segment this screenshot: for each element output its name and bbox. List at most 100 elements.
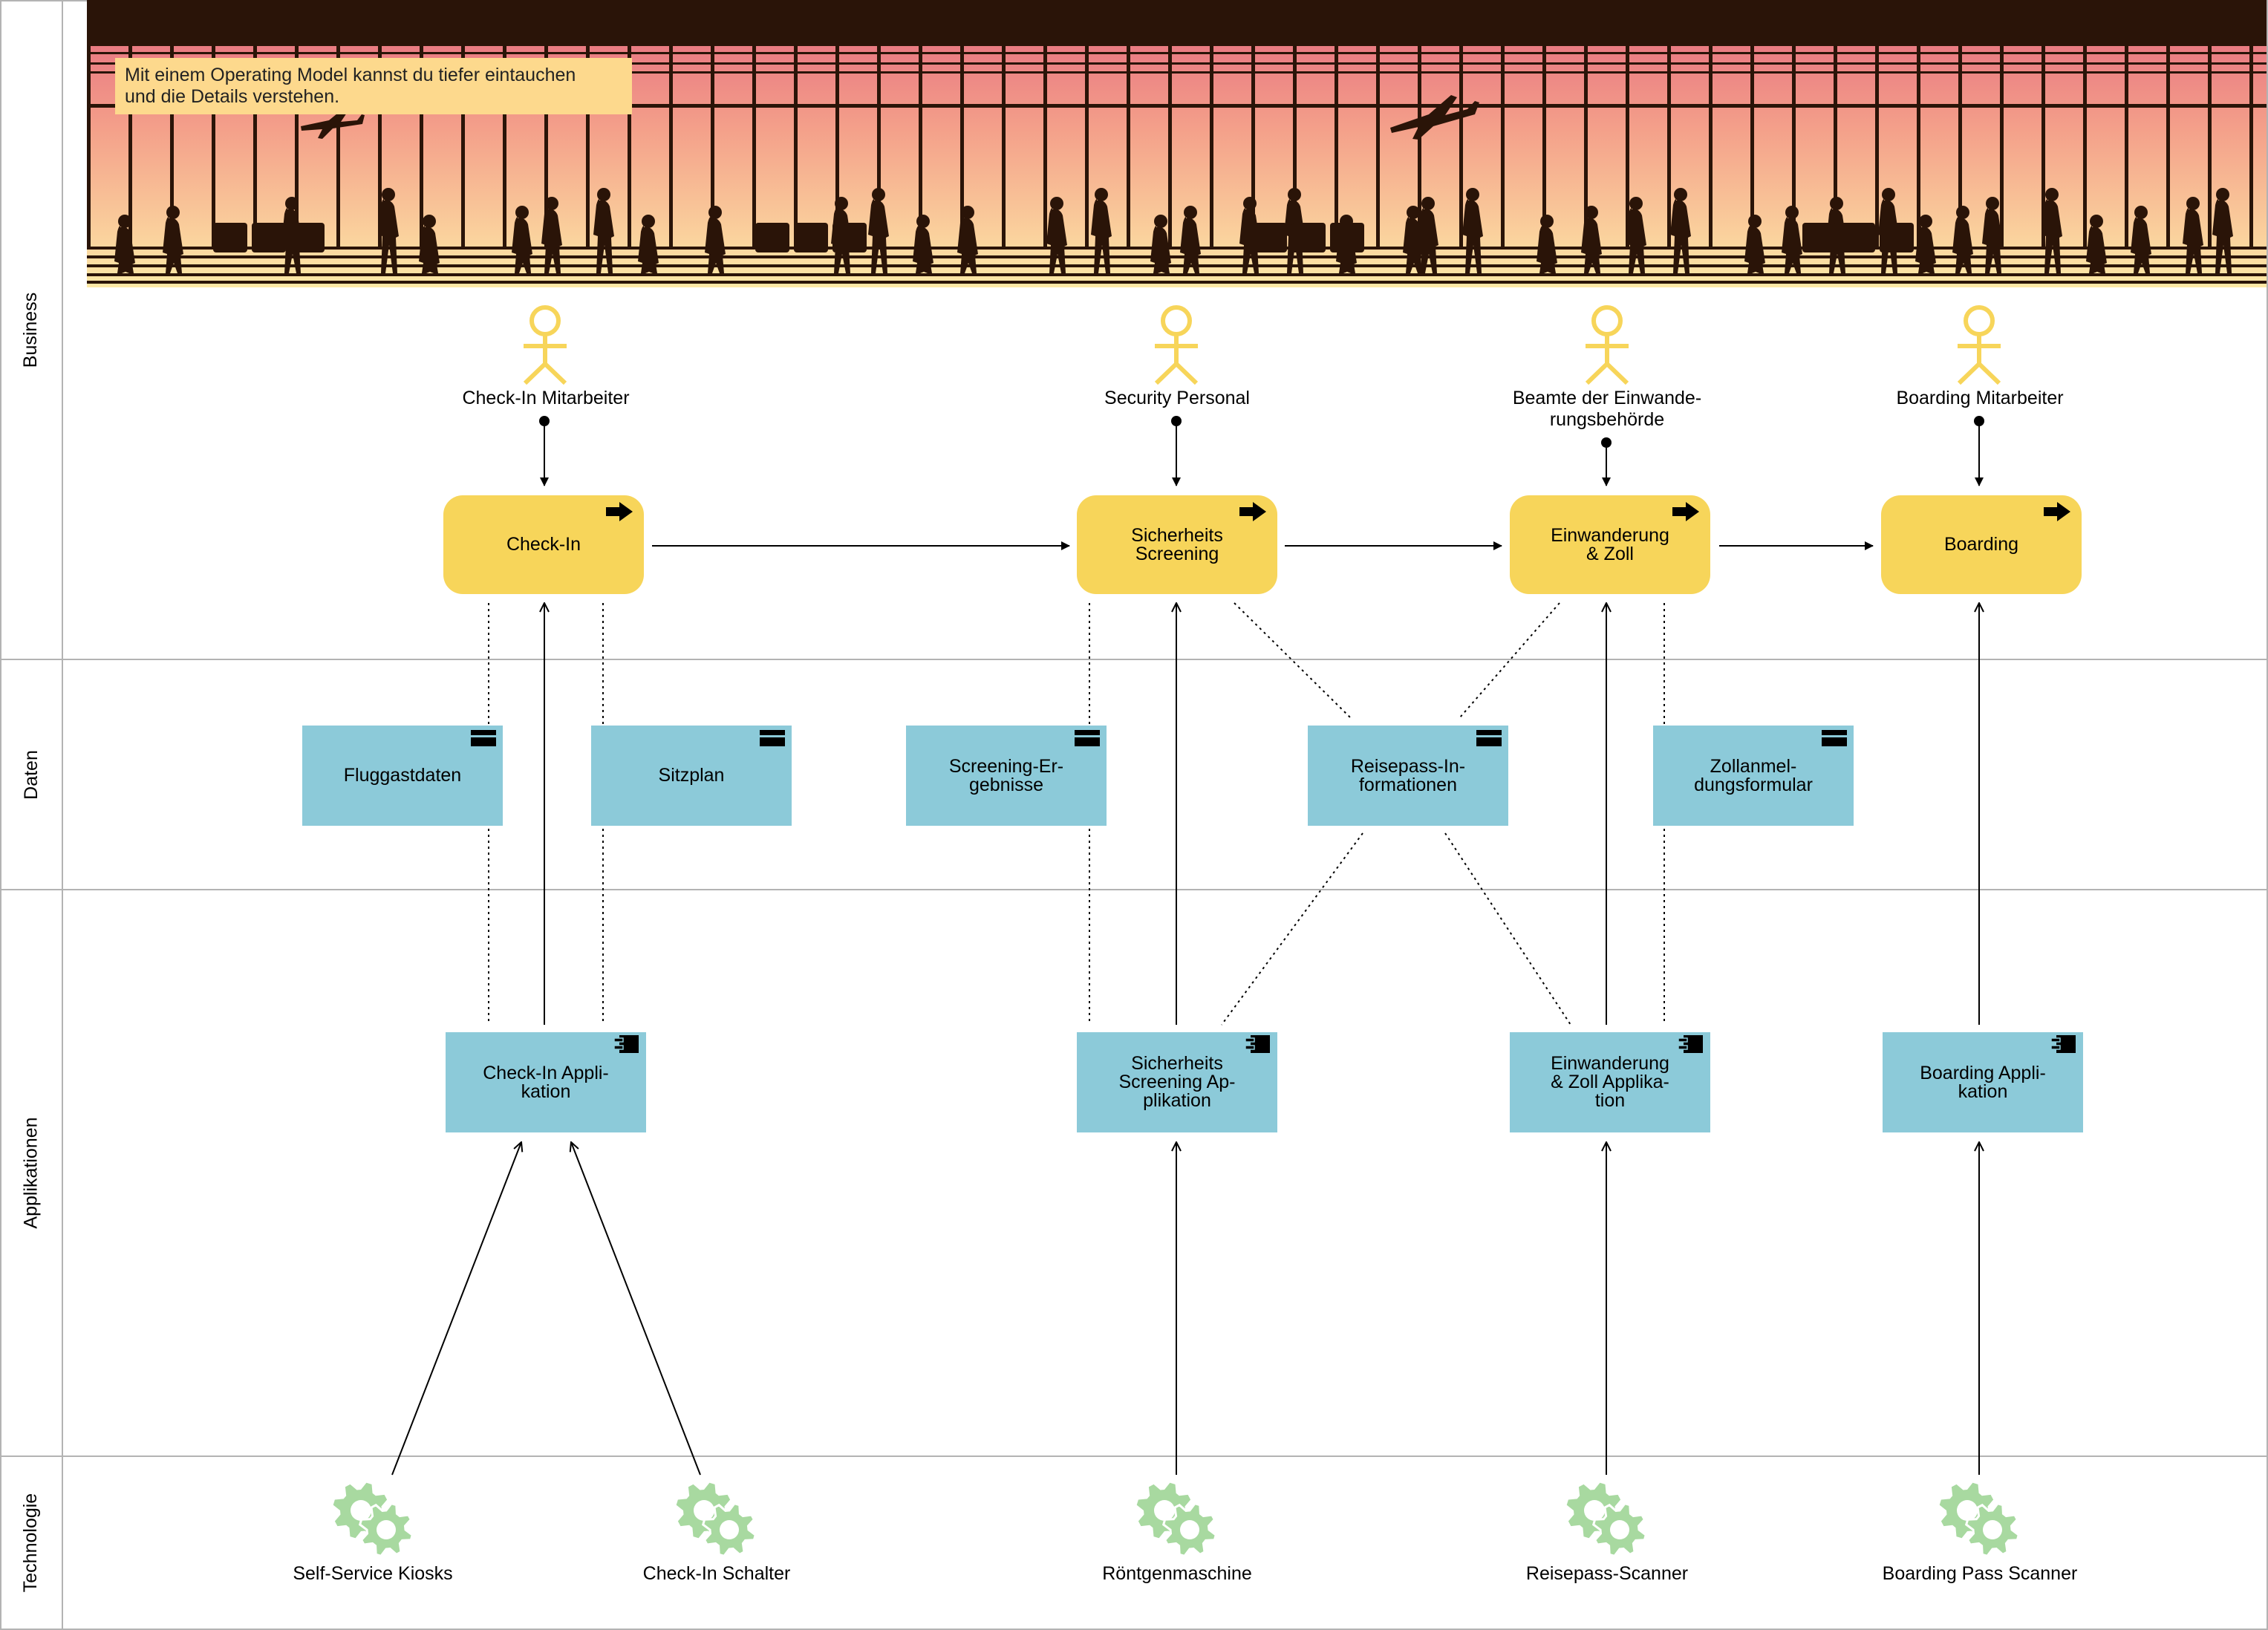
window-mullion [1792,46,1796,247]
application-boarding-label: Boarding Appli- kation [1920,1062,2046,1102]
application-immigration-label: Einwanderung & Zoll Applika- tion [1551,1053,1669,1111]
process-security-label: Sicherheits Screening [1131,524,1223,564]
window-mullion [420,46,423,247]
person-head [642,215,655,228]
railing-bar [87,255,2267,258]
person-head [118,215,131,228]
data-object-passenger-data[interactable]: Fluggastdaten [302,726,503,826]
technology-xray-label: Röntgenmaschine [1102,1563,1252,1584]
window-mullion [669,46,673,247]
banner-window-frames [87,46,2267,247]
technology-counter-label: Check-In Schalter [642,1563,791,1584]
person-head [1407,206,1420,219]
waiting-seat [755,223,789,252]
person-head [166,206,180,219]
application-security-label: Sicherheits Screening Ap- plikation [1118,1053,1236,1111]
assignment-dot-immigration [1601,437,1612,448]
person-silhouette [593,199,614,273]
window-mullion [336,46,340,247]
person-head [872,188,885,201]
person-silhouette [2041,199,2062,273]
person-head [2216,188,2229,201]
person-head [1050,197,1063,210]
person-head [2090,215,2103,228]
process-checkin[interactable]: Check-In [443,495,644,594]
gear-small-hole [720,1520,739,1539]
person-silhouette [1091,199,1112,273]
person-head [708,206,722,219]
window-mullion [212,46,215,247]
person-head [1154,215,1167,228]
window-mullion [1335,46,1338,247]
gear-small-hole [1983,1520,2002,1539]
application-immigration-customs[interactable]: Einwanderung & Zoll Applika- tion [1510,1032,1710,1132]
association-security-passport [1234,602,1351,718]
card-icon [1476,730,1502,746]
data-object-passport-info[interactable]: Reisepass-In- formationen [1308,726,1508,826]
window-mullion [1626,46,1629,247]
person-head [1956,206,1969,219]
railing-bar [87,247,2267,250]
person-head [1785,206,1799,219]
technology-scanner-label: Reisepass-Scanner [1525,1563,1689,1584]
data-object-customs-form[interactable]: Zollanmel- dungsformular [1653,726,1854,826]
data-customs-label: Zollanmel- dungsformular [1694,755,1813,795]
actor-checkin-icon [523,305,567,385]
banner-airplane-left [301,107,365,139]
person-head [1882,188,1895,201]
person-head [916,215,930,228]
gear-large-hole [1584,1500,1605,1521]
gear-large-hole [351,1500,371,1521]
railing-bar [87,281,2267,284]
person-silhouette [1537,226,1557,273]
waiting-seat [213,223,247,252]
banner-ceiling [87,0,2267,46]
waiting-seat [1253,223,1287,252]
person-head [1095,188,1108,201]
application-checkin[interactable]: Check-In Appli- kation [446,1032,646,1132]
person-head [1421,197,1435,210]
association-passport-security-app [1221,832,1363,1026]
info-note: Mit einem Operating Model kannst du tief… [115,58,632,114]
window-mullion [628,46,631,247]
window-mullion [2125,46,2128,247]
person-silhouette [1952,217,1973,273]
person-silhouette [512,217,532,273]
waiting-seat [1291,223,1326,252]
data-object-seatmap[interactable]: Sitzplan [591,726,792,826]
person-head [545,197,558,210]
person-silhouette [705,217,726,273]
window-mullion [1667,46,1671,247]
window-mullion [1002,46,1006,247]
person-head [285,197,299,210]
card-icon [760,730,785,746]
person-silhouette [1915,226,1936,273]
actor-boarding-icon [1957,305,2001,385]
application-boarding[interactable]: Boarding Appli- kation [1883,1032,2083,1132]
window-mullion [503,46,506,247]
process-boarding-label: Boarding [1943,534,2019,555]
person-head [961,206,974,219]
person-silhouette [114,226,135,273]
gear-large-hole [1957,1500,1978,1521]
person-silhouette [1982,208,2003,273]
window-mullion [1917,46,1920,247]
process-immigration-label: Einwanderung & Zoll [1551,524,1669,564]
window-mullion [87,46,91,247]
association-immigration-passport [1459,602,1560,718]
gears-icon [333,1482,414,1558]
person-silhouette [1782,217,1802,273]
window-mullion [1085,46,1089,247]
window-mullion [2083,46,2087,247]
person-silhouette [1046,208,1067,273]
waiting-seat [252,223,286,252]
person-head [835,197,848,210]
data-object-screening-results[interactable]: Screening-Er- gebnisse [906,726,1107,826]
window-mullion [1875,46,1879,247]
railing-bar [87,264,2267,267]
application-security-screening[interactable]: Sicherheits Screening Ap- plikation [1077,1032,1277,1132]
component-icon [1245,1035,1270,1053]
window-mullion [1251,46,1255,247]
person-head [1674,188,1687,201]
gears-icon [676,1482,757,1558]
